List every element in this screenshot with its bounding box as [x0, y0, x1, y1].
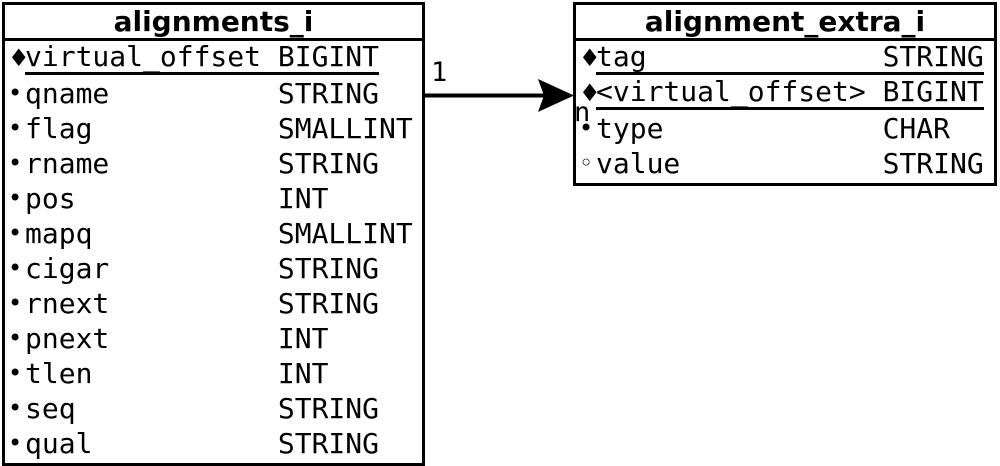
- column-row: ♦virtual_offset BIGINT: [5, 41, 422, 76]
- column-row: •cigar STRING: [5, 251, 422, 286]
- cardinality-label-many: n: [574, 97, 591, 128]
- column-row: •type CHAR: [576, 111, 994, 146]
- cardinality-label-one: 1: [431, 57, 448, 88]
- column-row: •mapq SMALLINT: [5, 216, 422, 251]
- column-row: •rname STRING: [5, 146, 422, 181]
- column-list: ♦tag STRING♦<virtual_offset> BIGINT•type…: [576, 41, 994, 183]
- column-row: •pnext INT: [5, 321, 422, 356]
- diamond-bullet-icon: ♦: [579, 79, 601, 107]
- column-row: •qual STRING: [5, 426, 422, 461]
- column-definition: rname STRING: [25, 146, 380, 180]
- dot-bullet-icon: •: [8, 149, 23, 177]
- circle-bullet-icon: ◦: [579, 149, 594, 177]
- diamond-bullet-icon: ♦: [8, 44, 30, 72]
- dot-bullet-icon: •: [8, 359, 23, 387]
- dot-bullet-icon: •: [8, 254, 23, 282]
- column-row: •seq STRING: [5, 391, 422, 426]
- column-row: •qname STRING: [5, 76, 422, 111]
- table-alignments-i: alignments_i ♦virtual_offset BIGINT•qnam…: [2, 2, 425, 466]
- column-row: ♦tag STRING: [576, 41, 994, 76]
- column-definition: pos INT: [25, 181, 329, 215]
- table-title-alignment-extra-i: alignment_extra_i: [576, 5, 994, 41]
- dot-bullet-icon: •: [8, 394, 23, 422]
- column-definition: qname STRING: [25, 76, 380, 110]
- column-row: •rnext STRING: [5, 286, 422, 321]
- column-definition: flag SMALLINT: [25, 111, 413, 145]
- relationship-arrow: [425, 78, 575, 114]
- column-definition: <virtual_offset> BIGINT: [596, 75, 984, 110]
- column-definition: cigar STRING: [25, 251, 380, 285]
- dot-bullet-icon: •: [579, 114, 594, 142]
- dot-bullet-icon: •: [8, 289, 23, 317]
- column-definition: seq STRING: [25, 391, 380, 425]
- column-list: ♦virtual_offset BIGINT•qname STRING•flag…: [5, 41, 422, 463]
- column-definition: type CHAR: [596, 111, 951, 145]
- column-definition: mapq SMALLINT: [25, 216, 413, 250]
- column-definition: pnext INT: [25, 321, 329, 355]
- table-title-alignments-i: alignments_i: [5, 5, 422, 41]
- dot-bullet-icon: •: [8, 184, 23, 212]
- arrow-icon: [425, 79, 574, 112]
- column-row: •tlen INT: [5, 356, 422, 391]
- dot-bullet-icon: •: [8, 324, 23, 352]
- column-definition: tag STRING: [596, 40, 984, 75]
- table-alignment-extra-i: alignment_extra_i ♦tag STRING♦<virtual_o…: [573, 2, 997, 186]
- column-definition: rnext STRING: [25, 286, 380, 320]
- column-definition: virtual_offset BIGINT: [25, 40, 380, 75]
- column-row: •flag SMALLINT: [5, 111, 422, 146]
- dot-bullet-icon: •: [8, 79, 23, 107]
- column-row: •pos INT: [5, 181, 422, 216]
- dot-bullet-icon: •: [8, 219, 23, 247]
- column-definition: tlen INT: [25, 356, 329, 390]
- column-row: ◦value STRING: [576, 146, 994, 181]
- column-row: ♦<virtual_offset> BIGINT: [576, 76, 994, 111]
- dot-bullet-icon: •: [8, 429, 23, 457]
- column-definition: value STRING: [596, 146, 984, 180]
- diamond-bullet-icon: ♦: [579, 44, 601, 72]
- column-definition: qual STRING: [25, 426, 380, 460]
- dot-bullet-icon: •: [8, 114, 23, 142]
